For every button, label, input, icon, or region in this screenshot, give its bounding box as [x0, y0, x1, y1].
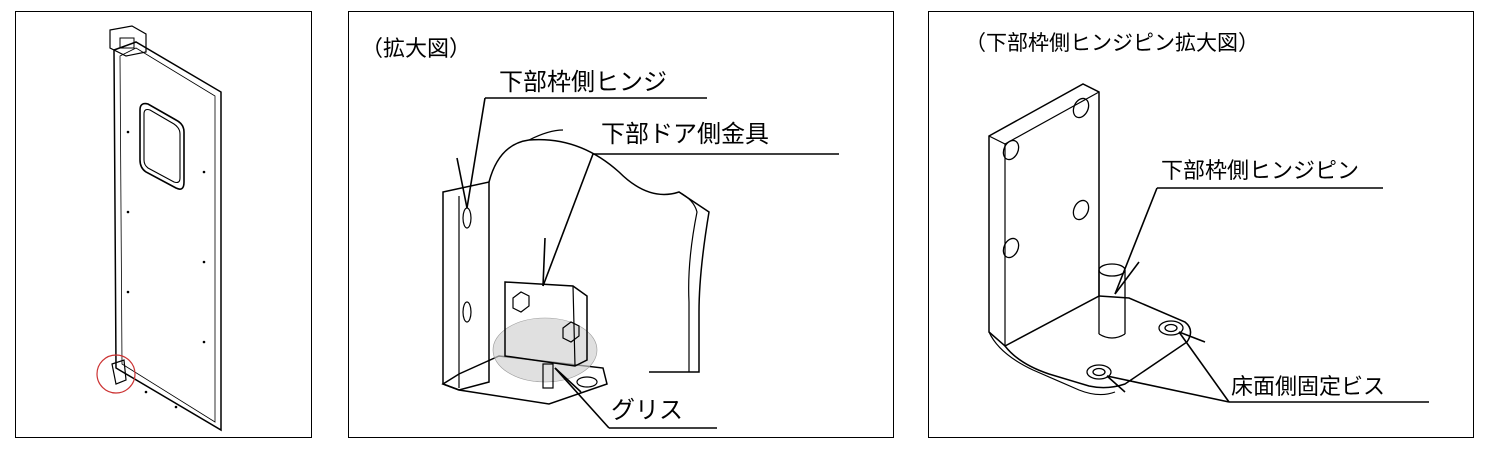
door-leaf-outline	[488, 138, 710, 373]
leader-arrow-grease	[554, 367, 610, 429]
hinge-pin-top	[1098, 263, 1126, 277]
frame-hinge-hole-lower	[462, 301, 472, 323]
door-overview-drawing	[96, 25, 222, 432]
door-leaf-edge	[678, 191, 698, 372]
label-lower-door-fitting: 下部ドア側金具	[601, 120, 769, 148]
base-screw-hole	[576, 376, 598, 388]
bracket-top-edge	[988, 135, 1006, 145]
leader-tick-door-fitting	[542, 237, 546, 287]
fitting-bolt-lower	[562, 321, 580, 343]
label-grease: グリス	[611, 396, 683, 424]
leader-tick-hinge-pin	[1114, 261, 1140, 295]
leader-arrow-door-fitting	[542, 153, 594, 287]
bracket-vertical-holes	[1002, 97, 1090, 259]
grease-area	[492, 317, 598, 383]
label-hinge-pin: 下部枠側ヒンジピン	[1161, 159, 1359, 184]
frame-hinge-hole-upper	[462, 207, 472, 229]
door-slab	[113, 41, 222, 432]
door-window	[139, 102, 185, 190]
door-overview-panel	[15, 11, 312, 438]
leader-arrow-frame-hinge	[466, 97, 486, 209]
leader-tick-frame-hinge	[456, 157, 468, 209]
leader-tick-screw-left	[1106, 375, 1126, 393]
fitting-bolt-upper	[512, 291, 530, 313]
label-floor-screws: 床面側固定ビス	[1231, 375, 1385, 400]
hinge-pin-drawing: （下部枠側ヒンジピン拡大図） 下部枠側ヒンジピン	[965, 31, 1429, 403]
leader-arrow-hinge-pin	[1114, 187, 1158, 295]
floor-screw-hole-right-inner	[1164, 323, 1178, 333]
enlarged-view-panel: （拡大図） 下部枠側ヒンジ 下部ドア側金具	[348, 11, 894, 438]
door-side-fitting-edge	[572, 285, 576, 367]
frame-hinge-base	[441, 355, 608, 405]
floor-screw-hole-right	[1158, 320, 1184, 336]
hinge-pin-view-title: （下部枠側ヒンジピン拡大図）	[965, 31, 1259, 55]
leader-tick-screw-right	[1178, 331, 1206, 343]
enlarged-view-title: （拡大図）	[361, 37, 471, 62]
hinge-pin-bottom	[1098, 333, 1126, 339]
hinge-pin-view-panel: （下部枠側ヒンジピン拡大図） 下部枠側ヒンジピン	[928, 11, 1474, 438]
bracket-top-inner	[1004, 91, 1100, 145]
floor-screw-hole-left-inner	[1092, 367, 1106, 377]
door-rivets	[126, 130, 206, 409]
door-leaf-top	[528, 129, 564, 141]
door-window-inner	[143, 108, 181, 184]
floor-screw-hole-left	[1086, 364, 1112, 380]
leader-tick-grease	[554, 367, 582, 393]
door-slab-edge	[119, 47, 216, 423]
bottom-hinge-highlight-circle	[96, 354, 136, 394]
frame-hinge-plate	[442, 181, 490, 391]
hinge-pin	[542, 363, 554, 389]
leader-arrow-screw-left	[1106, 375, 1230, 403]
label-lower-frame-hinge: 下部枠側ヒンジ	[499, 68, 667, 96]
bracket-base-plate	[1004, 295, 1192, 389]
top-hinge-plate	[119, 37, 135, 49]
top-hinge-bracket	[109, 25, 147, 57]
bracket-base-bottom	[988, 331, 1116, 396]
leader-arrow-screw-right	[1178, 331, 1230, 403]
bottom-hinge	[111, 359, 127, 385]
enlarged-view-drawing: （拡大図） 下部枠側ヒンジ 下部ドア側金具	[361, 37, 839, 429]
